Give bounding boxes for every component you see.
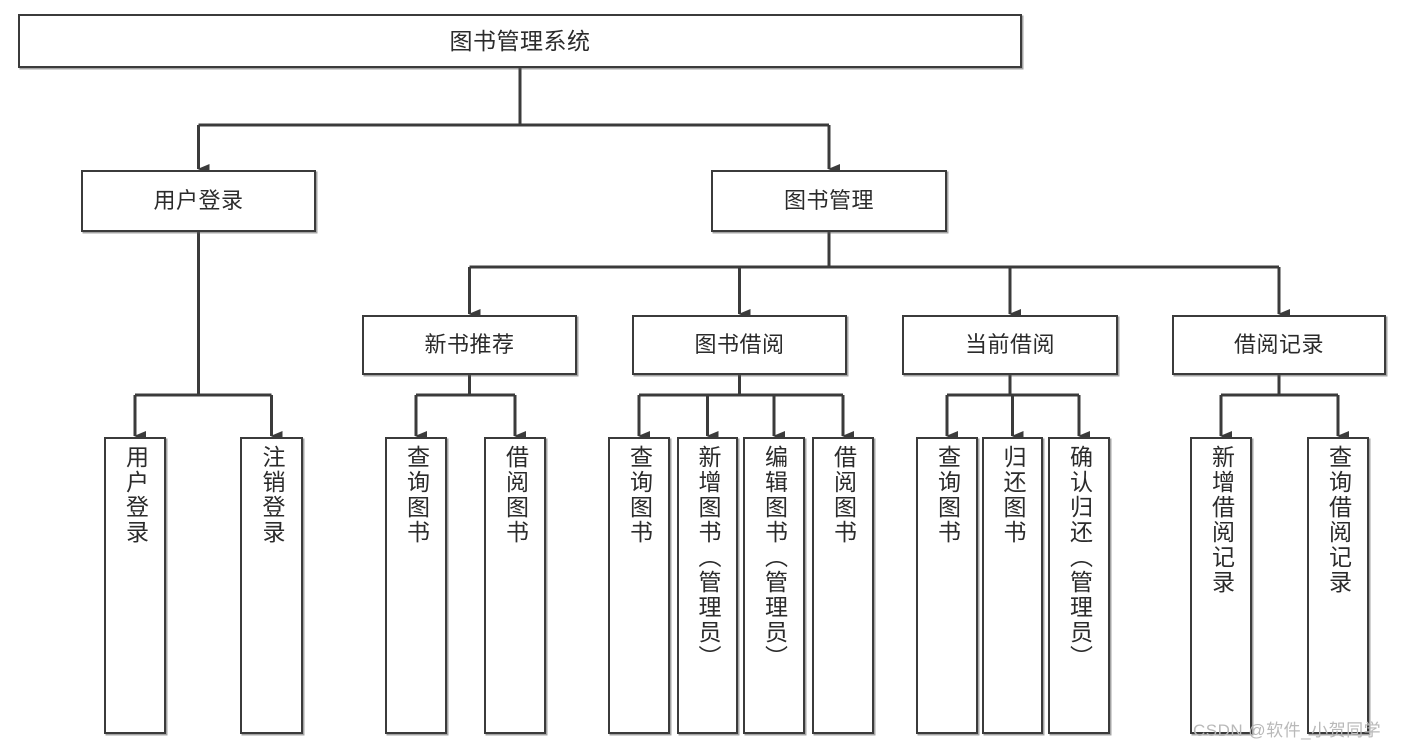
node-root[interactable]: 图书管理系统 bbox=[18, 14, 1022, 68]
node-label-new-book-rec: 新书推荐 bbox=[424, 332, 515, 358]
node-label-leaf-query-record: 查询借阅记录 bbox=[1325, 445, 1352, 595]
node-book-manage[interactable]: 图书管理 bbox=[711, 170, 947, 232]
node-leaf-edit-book[interactable]: 编辑图书（管理员） bbox=[743, 437, 805, 734]
node-label-user-login: 用户登录 bbox=[153, 188, 244, 214]
node-label-leaf-borrow-book-2: 借阅图书 bbox=[830, 445, 857, 545]
node-label-leaf-borrow-book-1: 借阅图书 bbox=[502, 445, 529, 545]
node-label-leaf-confirm-return: 确认归还（管理员） bbox=[1066, 445, 1093, 670]
node-label-leaf-query-book-2: 查询图书 bbox=[626, 445, 653, 545]
node-book-borrow[interactable]: 图书借阅 bbox=[632, 315, 847, 375]
node-leaf-query-record[interactable]: 查询借阅记录 bbox=[1307, 437, 1369, 734]
node-label-leaf-user-logout: 注销登录 bbox=[259, 445, 285, 545]
node-leaf-add-book[interactable]: 新增图书（管理员） bbox=[677, 437, 738, 734]
node-label-leaf-query-book-1: 查询图书 bbox=[403, 445, 430, 545]
node-leaf-query-book-3[interactable]: 查询图书 bbox=[916, 437, 978, 734]
node-label-leaf-user-login: 用户登录 bbox=[122, 445, 149, 545]
watermark-label: CSDN @软件_小贺同学 bbox=[1193, 721, 1382, 740]
node-label-book-manage: 图书管理 bbox=[783, 188, 874, 214]
node-current-borrow[interactable]: 当前借阅 bbox=[902, 315, 1118, 375]
node-label-leaf-add-record: 新增借阅记录 bbox=[1208, 445, 1235, 595]
node-leaf-confirm-return[interactable]: 确认归还（管理员） bbox=[1048, 437, 1110, 734]
node-borrow-record[interactable]: 借阅记录 bbox=[1172, 315, 1386, 375]
node-label-leaf-return-book: 归还图书 bbox=[1000, 445, 1026, 545]
node-leaf-borrow-book-1[interactable]: 借阅图书 bbox=[484, 437, 546, 734]
node-leaf-query-book-2[interactable]: 查询图书 bbox=[608, 437, 670, 734]
node-new-book-rec[interactable]: 新书推荐 bbox=[362, 315, 577, 375]
node-label-leaf-query-book-3: 查询图书 bbox=[934, 445, 961, 545]
node-leaf-query-book-1[interactable]: 查询图书 bbox=[385, 437, 447, 734]
node-label-leaf-add-book: 新增图书（管理员） bbox=[695, 445, 721, 670]
node-leaf-add-record[interactable]: 新增借阅记录 bbox=[1190, 437, 1252, 734]
node-label-borrow-record: 借阅记录 bbox=[1233, 332, 1324, 358]
node-label-root: 图书管理系统 bbox=[449, 27, 591, 54]
node-leaf-user-logout[interactable]: 注销登录 bbox=[240, 437, 303, 734]
node-leaf-borrow-book-2[interactable]: 借阅图书 bbox=[812, 437, 874, 734]
node-leaf-user-login[interactable]: 用户登录 bbox=[104, 437, 166, 734]
node-user-login[interactable]: 用户登录 bbox=[81, 170, 316, 232]
node-label-book-borrow: 图书借阅 bbox=[694, 332, 785, 358]
node-label-current-borrow: 当前借阅 bbox=[964, 332, 1055, 358]
node-label-leaf-edit-book: 编辑图书（管理员） bbox=[761, 445, 788, 670]
node-leaf-return-book[interactable]: 归还图书 bbox=[982, 437, 1043, 734]
